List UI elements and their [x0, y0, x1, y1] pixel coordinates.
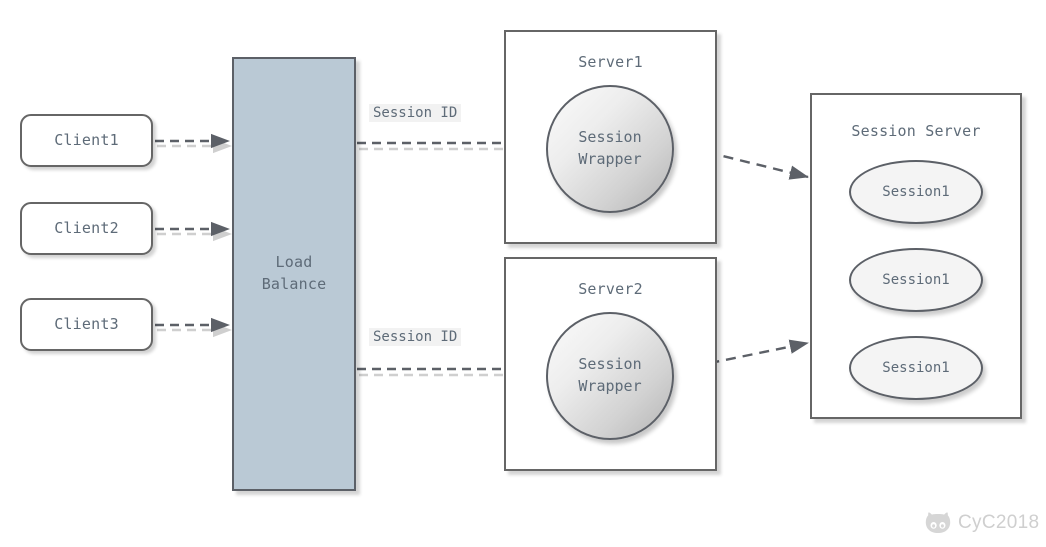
client-box-3[interactable]: Client3	[20, 298, 153, 351]
client-box-2[interactable]: Client2	[20, 202, 153, 255]
session-ellipse-3[interactable]: Session1	[849, 336, 983, 400]
session-wrapper-label-line2: Wrapper	[578, 150, 642, 168]
session-server-title: Session Server	[851, 122, 981, 140]
edge-client1-to-loadbalance	[155, 133, 232, 154]
session-ellipse-2[interactable]: Session1	[849, 248, 983, 312]
session-ellipse-1[interactable]: Session1	[849, 160, 983, 224]
server-box-1[interactable]: Server1	[504, 30, 717, 244]
session-wrapper-label-line1: Session	[578, 128, 642, 147]
session-wrapper-circle-2[interactable]: Session Wrapper	[546, 312, 674, 440]
session-wrapper-circle-1[interactable]: Session Wrapper	[546, 85, 674, 213]
load-balance-box[interactable]: Load Balance	[232, 57, 356, 491]
github-octocat-icon	[925, 512, 951, 534]
watermark: CyC2018	[925, 512, 1039, 534]
edge-label-session-id-1: Session ID	[369, 104, 462, 122]
load-balance-label-line1: Load	[275, 253, 313, 272]
client-label: Client2	[54, 218, 119, 237]
session-wrapper-label-line2: Wrapper	[578, 377, 642, 395]
load-balance-label-line2: Balance	[261, 275, 327, 293]
client-label: Client1	[54, 130, 119, 149]
edge-client2-to-loadbalance	[155, 221, 232, 242]
client-label: Client3	[54, 314, 119, 333]
edge-client3-to-loadbalance	[155, 317, 232, 338]
session-label: Session1	[882, 272, 950, 288]
session-wrapper-label-line1: Session	[578, 355, 642, 374]
session-label: Session1	[882, 184, 950, 200]
client-box-1[interactable]: Client1	[20, 114, 153, 167]
session-label: Session1	[882, 360, 950, 376]
server-title: Server1	[578, 53, 643, 71]
server-title: Server2	[578, 280, 643, 298]
edge-label-session-id-2: Session ID	[369, 328, 462, 346]
watermark-label: CyC2018	[958, 512, 1040, 533]
